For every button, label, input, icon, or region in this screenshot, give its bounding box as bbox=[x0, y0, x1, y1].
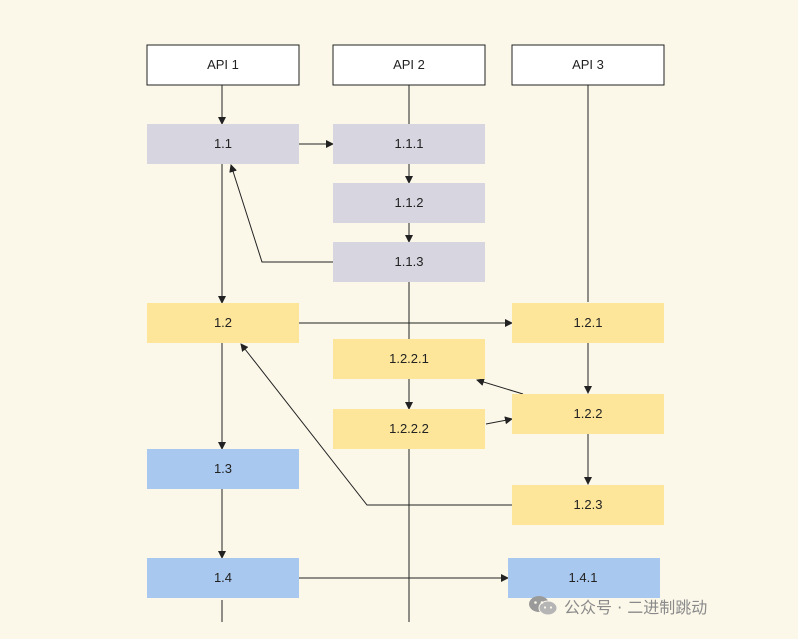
node-label-1-2-2-1: 1.2.2.1 bbox=[389, 351, 429, 366]
lane-header-api2: API 2 bbox=[332, 44, 486, 86]
edge-1-1-3-to-1-1 bbox=[229, 164, 333, 263]
lane-label-api1: API 1 bbox=[207, 57, 239, 72]
node-label-1-4-1: 1.4.1 bbox=[569, 570, 598, 585]
node-1-1-3: 1.1.3 bbox=[333, 242, 485, 282]
node-1-2: 1.2 bbox=[147, 303, 299, 343]
node-1-2-1: 1.2.1 bbox=[512, 303, 664, 343]
node-label-1-2-1: 1.2.1 bbox=[574, 315, 603, 330]
lane-header-api1: API 1 bbox=[146, 44, 300, 86]
wechat-icon bbox=[529, 596, 558, 616]
node-1-3: 1.3 bbox=[147, 449, 299, 489]
lane-header-api3: API 3 bbox=[511, 44, 665, 86]
node-label-1-2: 1.2 bbox=[214, 315, 232, 330]
node-1-1: 1.1 bbox=[147, 124, 299, 164]
node-1-1-2: 1.1.2 bbox=[333, 183, 485, 223]
edges bbox=[218, 85, 592, 582]
node-1-2-3: 1.2.3 bbox=[512, 485, 664, 525]
watermark: 公众号 · 二进制跳动 bbox=[528, 594, 707, 618]
node-1-1-1: 1.1.1 bbox=[333, 124, 485, 164]
edge-1-2-2-to-1-2-2-1 bbox=[476, 378, 524, 395]
edge-1-2-3-to-1-2 bbox=[240, 343, 512, 506]
node-1-2-2: 1.2.2 bbox=[512, 394, 664, 434]
node-1-4: 1.4 bbox=[147, 558, 299, 598]
node-label-1-1-3: 1.1.3 bbox=[395, 254, 424, 269]
node-1-2-2-2: 1.2.2.2 bbox=[333, 409, 485, 449]
node-label-1-1-1: 1.1.1 bbox=[395, 136, 424, 151]
node-label-1-2-3: 1.2.3 bbox=[574, 497, 603, 512]
edge-1-2-2-2-to-1-2-2 bbox=[485, 416, 513, 425]
node-1-2-2-1: 1.2.2.1 bbox=[333, 339, 485, 379]
node-1-4-1: 1.4.1 bbox=[508, 558, 660, 598]
node-label-1-1-2: 1.1.2 bbox=[395, 195, 424, 210]
node-label-1-1: 1.1 bbox=[214, 136, 232, 151]
node-label-1-4: 1.4 bbox=[214, 570, 232, 585]
node-label-1-2-2-2: 1.2.2.2 bbox=[389, 421, 429, 436]
lane-label-api3: API 3 bbox=[572, 57, 604, 72]
node-label-1-2-2: 1.2.2 bbox=[574, 406, 603, 421]
watermark-text: 公众号 · 二进制跳动 bbox=[564, 598, 708, 617]
node-label-1-3: 1.3 bbox=[214, 461, 232, 476]
lane-label-api2: API 2 bbox=[393, 57, 425, 72]
